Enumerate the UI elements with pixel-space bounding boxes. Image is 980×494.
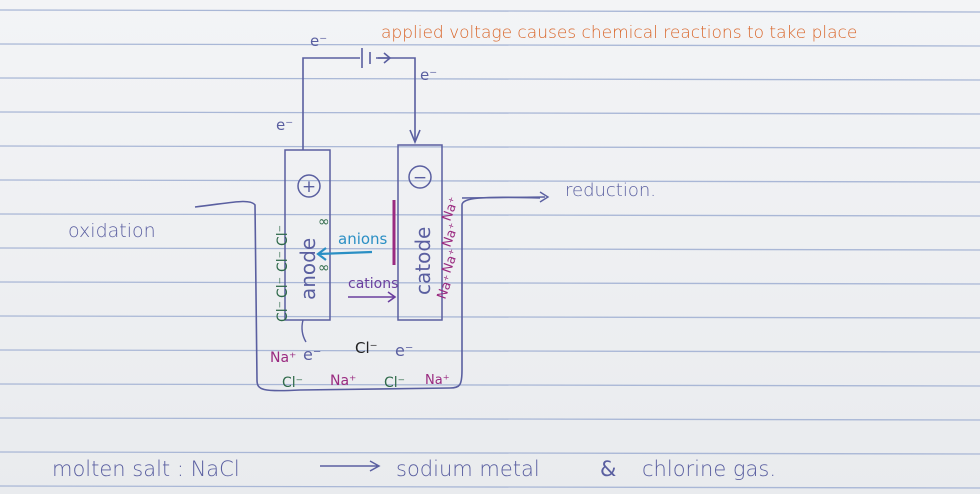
svg-text:Na⁺: Na⁺	[440, 247, 462, 275]
cathode-electrode	[397, 144, 443, 321]
svg-text:Cl⁻: Cl⁻	[275, 225, 291, 246]
anode-electrode	[284, 149, 331, 321]
electron: e⁻	[303, 345, 321, 364]
container	[194, 196, 541, 392]
ampersand: &	[600, 457, 616, 481]
chlorine-bubbles-icon: ∞	[318, 214, 330, 230]
cathode-sign: −	[413, 168, 427, 188]
equation-reactant: molten salt : NaCl	[52, 457, 240, 481]
cl-ion: Cl⁻	[282, 375, 303, 391]
down-arrow	[409, 129, 421, 145]
reaction-arrow	[320, 460, 381, 472]
applied-voltage-note: applied voltage causes chemical reaction…	[381, 23, 857, 43]
circuit-wire	[302, 48, 421, 150]
cl-ion: Cl⁻	[355, 339, 378, 357]
product-sodium: sodium metal	[396, 457, 540, 481]
svg-text:Cl⁻: Cl⁻	[275, 251, 291, 272]
svg-text:Cl⁻: Cl⁻	[275, 277, 291, 298]
svg-text:Na⁺: Na⁺	[435, 273, 457, 301]
anions-arrow	[316, 247, 373, 261]
anode-wire-tail	[301, 319, 307, 343]
chlorine-bubbles-icon: ∞	[318, 260, 330, 276]
reduction-label: reduction.	[565, 180, 656, 201]
electron-label-top: e⁻	[310, 32, 327, 50]
anode-cl-ions: Cl⁻ Cl⁻ Cl⁻ Cl⁻	[275, 225, 291, 322]
cl-ion: Cl⁻	[384, 375, 405, 391]
na-ion: Na⁺	[330, 373, 356, 389]
na-ion: Na⁺	[270, 350, 296, 366]
product-chlorine: chlorine gas.	[642, 457, 776, 481]
electron-label-right: e⁻	[420, 66, 437, 84]
cathode-label: catode	[411, 227, 435, 295]
negative-terminal-icon	[408, 165, 432, 189]
electron-label-left: e⁻	[276, 116, 293, 134]
na-ion: Na⁺	[425, 373, 450, 388]
svg-text:Na⁺: Na⁺	[440, 221, 462, 249]
reduction-arrow	[461, 191, 550, 203]
ruled-lines	[0, 9, 980, 489]
electron: e⁻	[395, 341, 413, 360]
cations-arrow	[348, 291, 397, 303]
svg-text:Cl⁻: Cl⁻	[275, 301, 291, 322]
electron-flow-arrow	[376, 52, 392, 64]
oxidation-label: oxidation	[68, 220, 156, 242]
anode-label: anode	[296, 238, 320, 300]
svg-text:Na⁺: Na⁺	[440, 195, 462, 223]
cations-label: cations	[348, 276, 398, 292]
anions-label: anions	[338, 230, 388, 248]
anode-sign: +	[302, 177, 316, 197]
positive-terminal-icon	[297, 174, 321, 198]
